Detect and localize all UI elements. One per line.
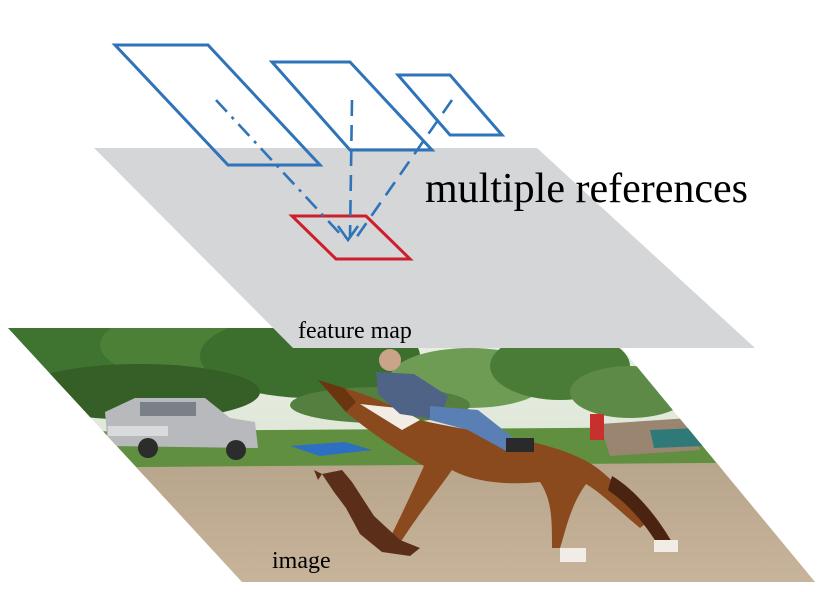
feature-map-label: feature map — [298, 318, 412, 344]
references-label: multiple references — [425, 166, 748, 212]
image-label: image — [272, 548, 331, 574]
image-layer — [0, 310, 838, 592]
outdoor-photo-icon — [0, 310, 838, 592]
